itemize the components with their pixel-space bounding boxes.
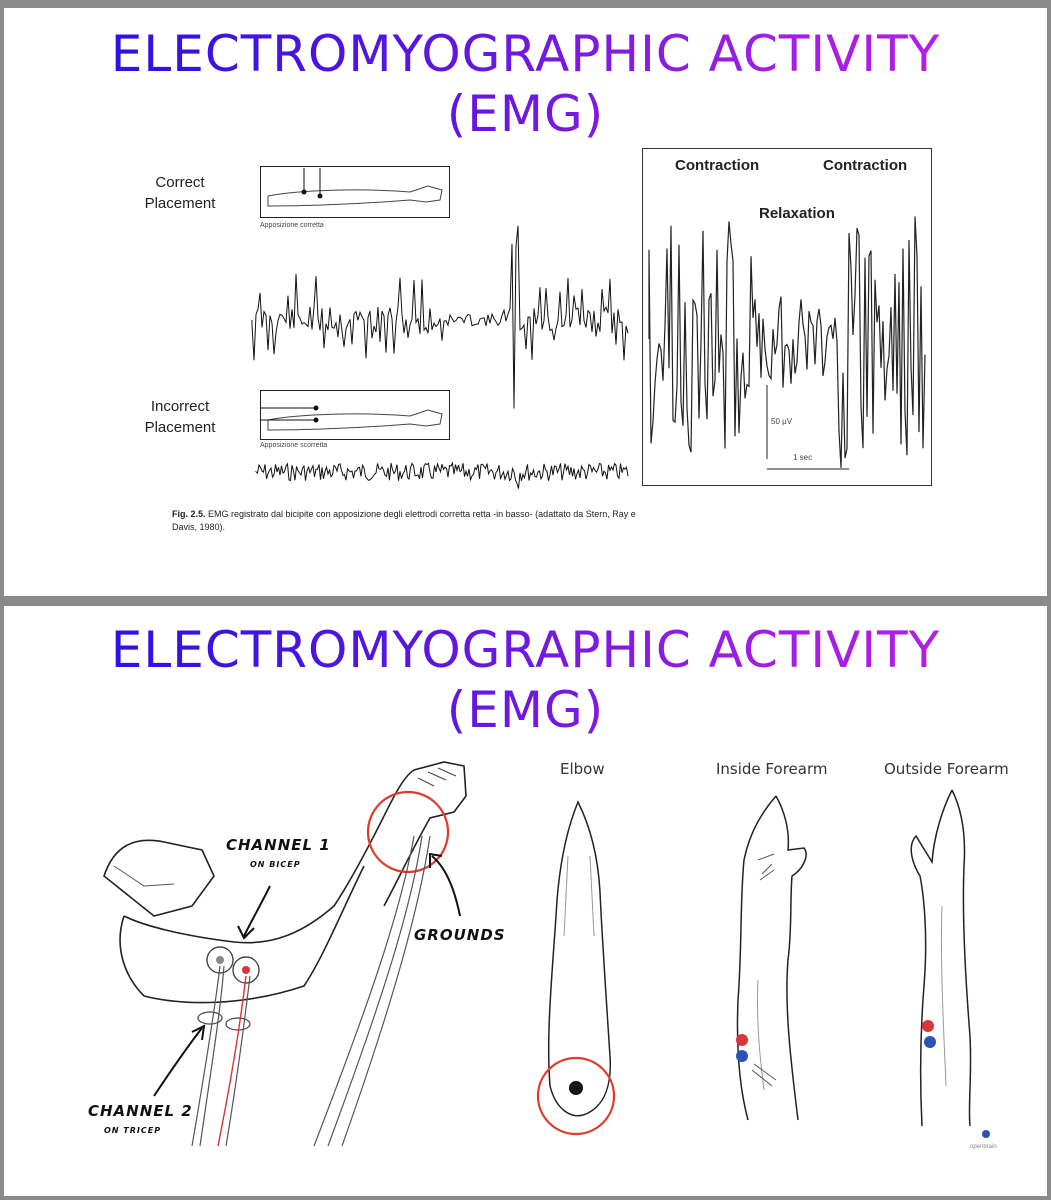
ground-circle-arm xyxy=(366,790,450,874)
figure-caption: Fig. 2.5. EMG registrato dal bicipite co… xyxy=(172,508,642,534)
contraction-label-1: Contraction xyxy=(675,157,760,174)
relaxation-label: Relaxation xyxy=(759,205,835,222)
scale-uv-label: 50 µV xyxy=(771,417,793,426)
elbow-ground-circle xyxy=(536,1056,616,1136)
incorrect-emg-trace xyxy=(255,461,629,489)
contraction-label-2: Contraction xyxy=(823,157,908,174)
grounds-label: GROUNDS xyxy=(414,926,506,944)
outside-forearm-illustration xyxy=(910,789,972,1127)
contraction-emg-trace xyxy=(648,216,926,468)
flexed-arm-illustration xyxy=(103,761,467,1147)
slide-emg-signals: ELECTROMYOGRAPHIC ACTIVITY (EMG) Correct… xyxy=(4,8,1047,596)
elbow-illustration xyxy=(536,800,616,1136)
correct-emg-trace xyxy=(251,225,629,409)
openbrain-logo-icon xyxy=(982,1130,990,1138)
incorrect-placement-label: Incorrect Placement xyxy=(144,398,216,436)
channel2-label: CHANNEL 2 xyxy=(88,1102,193,1120)
outside-forearm-label: Outside Forearm xyxy=(884,760,1009,778)
elbow-label: Elbow xyxy=(560,760,605,778)
channel1-label: CHANNEL 1 xyxy=(226,836,331,854)
correct-small-label: Apposizione corretta xyxy=(260,222,324,229)
inside-forearm-illustration xyxy=(736,795,807,1121)
channel2-sub-label: ON TRICEP xyxy=(104,1126,162,1135)
caption-text: EMG registrato dal bicipite con apposizi… xyxy=(172,509,636,532)
slide2-title-line1: ELECTROMYOGRAPHIC ACTIVITY xyxy=(4,622,1047,678)
openbrain-logo-text: openbrain xyxy=(970,1144,997,1150)
correct-placement-label: Correct Placement xyxy=(144,174,216,212)
incorrect-arm-diagram xyxy=(260,390,450,440)
scale-sec-label: 1 sec xyxy=(793,453,813,462)
contraction-relaxation-panel: Contraction Contraction Relaxation 50 µV… xyxy=(642,148,932,486)
inside-forearm-label: Inside Forearm xyxy=(716,760,828,778)
slide-title-line1: ELECTROMYOGRAPHIC ACTIVITY xyxy=(4,26,1047,82)
scale-bar xyxy=(766,385,849,470)
caption-bold: Fig. 2.5. xyxy=(172,509,206,519)
incorrect-small-label: Apposizione scorretta xyxy=(260,442,328,449)
slide-title-line2: (EMG) xyxy=(4,86,1047,142)
correct-arm-diagram xyxy=(260,166,450,218)
slide-emg-placement: ELECTROMYOGRAPHIC ACTIVITY (EMG) xyxy=(4,606,1047,1196)
slide2-title-line2: (EMG) xyxy=(4,682,1047,738)
channel1-sub-label: ON BICEP xyxy=(250,860,301,869)
